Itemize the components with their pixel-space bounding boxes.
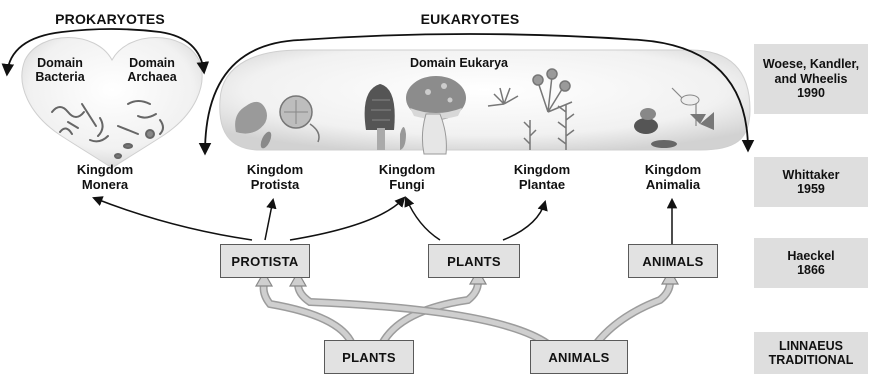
domain-bacteria-label: Domain Bacteria — [28, 56, 92, 84]
domain-archaea-label: Domain Archaea — [118, 56, 186, 84]
kingdom-plantae-label: Kingdom Plantae — [497, 163, 587, 192]
linnaeus-animals-box: ANIMALS — [530, 340, 628, 374]
kingdom-monera-label: Kingdom Monera — [60, 163, 150, 192]
woese-system-label: Woese, Kandler, and Wheelis 1990 — [754, 44, 868, 114]
kingdom-protista-label: Kingdom Protista — [230, 163, 320, 192]
domain-eukarya-label: Domain Eukarya — [398, 56, 520, 70]
eukaryotes-label: EUKARYOTES — [410, 12, 530, 28]
linnaeus-system-label: LINNAEUS TRADITIONAL — [754, 332, 868, 374]
kingdom-fungi-label: Kingdom Fungi — [362, 163, 452, 192]
linnaeus-to-haeckel-arrows — [264, 282, 670, 344]
kingdom-animalia-label: Kingdom Animalia — [625, 163, 721, 192]
linnaeus-plants-box: PLANTS — [324, 340, 414, 374]
haeckel-protista-box: PROTISTA — [220, 244, 310, 278]
haeckel-animals-box: ANIMALS — [628, 244, 718, 278]
haeckel-system-label: Haeckel 1866 — [754, 238, 868, 288]
prokaryotes-label: PROKARYOTES — [40, 12, 180, 28]
whittaker-system-label: Whittaker 1959 — [754, 157, 868, 207]
haeckel-plants-box: PLANTS — [428, 244, 520, 278]
haeckel-to-whittaker-arrows — [94, 198, 672, 244]
